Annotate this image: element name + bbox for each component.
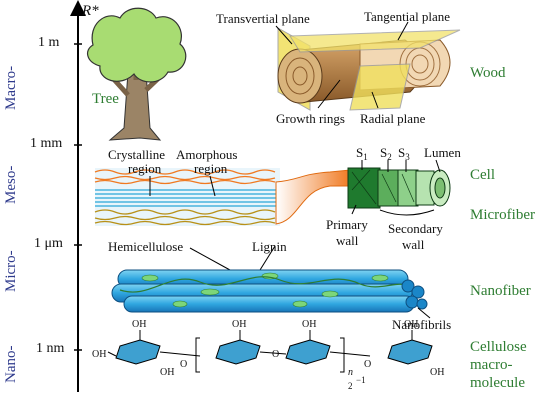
label-lumen: Lumen bbox=[424, 145, 461, 160]
label-tangential: Tangential plane bbox=[364, 9, 451, 24]
label-amorphous-2: region bbox=[194, 161, 228, 176]
mol-oh-2: OH bbox=[232, 319, 247, 330]
micro-label-leaders bbox=[149, 175, 276, 271]
mol-n: n bbox=[348, 367, 353, 378]
wood-log-illustration bbox=[277, 27, 461, 111]
mol-o-3: O bbox=[364, 359, 372, 370]
label-nanofibrils: Nanofibrils bbox=[392, 317, 452, 332]
scale-macro: Macro- bbox=[3, 65, 19, 110]
tick-1m: 1 m bbox=[38, 35, 60, 50]
label-radial: Radial plane bbox=[360, 111, 426, 126]
mol-oh-3: OH bbox=[302, 319, 317, 330]
label-transvertial: Transvertial plane bbox=[216, 11, 310, 26]
mol-2: 2 bbox=[348, 381, 353, 391]
tick-1mm: 1 mm bbox=[30, 136, 63, 151]
tick-1nm: 1 nm bbox=[36, 341, 65, 356]
label-secondary-1: Secondary bbox=[388, 221, 443, 236]
tree-illustration bbox=[86, 7, 187, 141]
tree-label: Tree bbox=[92, 91, 119, 107]
cell-wall-illustration bbox=[347, 167, 451, 209]
wood-label-leaders bbox=[275, 21, 409, 109]
scale-nano: Nano- bbox=[3, 345, 19, 384]
mol-o-1: O bbox=[180, 359, 188, 370]
tick-1um: 1 μm bbox=[34, 236, 63, 251]
label-hemicellulose: Hemicellulose bbox=[108, 239, 184, 254]
microfiber-cell-connector bbox=[275, 169, 351, 225]
mol-oh-1: OH bbox=[132, 319, 147, 330]
label-s2: S2 bbox=[380, 145, 392, 162]
level-cellulose-3: molecule bbox=[470, 375, 525, 391]
mol-oh-4: OH bbox=[404, 319, 419, 330]
label-s3: S3 bbox=[398, 145, 410, 162]
label-lignin: Lignin bbox=[252, 239, 287, 254]
label-crystalline-2: region bbox=[128, 161, 162, 176]
axis-label: R* bbox=[82, 3, 99, 19]
label-primary-1: Primary bbox=[326, 217, 368, 232]
level-cell: Cell bbox=[470, 167, 495, 183]
label-secondary-2: wall bbox=[402, 237, 425, 252]
level-microfiber: Microfiber bbox=[470, 207, 535, 223]
scale-meso: Meso- bbox=[3, 165, 19, 204]
level-nanofiber: Nanofiber bbox=[470, 283, 531, 299]
level-cellulose-2: macro- bbox=[470, 357, 513, 373]
label-primary-2: wall bbox=[336, 233, 359, 248]
scale-micro: Micro- bbox=[3, 250, 19, 292]
cellulose-molecule bbox=[115, 339, 433, 365]
label-s1: S1 bbox=[356, 145, 368, 162]
level-wood: Wood bbox=[470, 65, 506, 81]
label-amorphous-1: Amorphous bbox=[176, 147, 238, 162]
level-cellulose-1: Cellulose bbox=[470, 339, 527, 355]
mol-minus-one: −1 bbox=[356, 375, 366, 385]
mol-oh-5: OH bbox=[92, 349, 107, 360]
mol-oh-6: OH bbox=[160, 367, 175, 378]
axis-ticks bbox=[74, 43, 82, 351]
mol-o-2: O bbox=[272, 349, 280, 360]
label-crystalline-1: Crystalline bbox=[108, 147, 166, 162]
nanofiber-bundle bbox=[111, 269, 431, 319]
mol-oh-7: OH bbox=[430, 367, 445, 378]
label-growth: Growth rings bbox=[276, 111, 345, 126]
microfiber-strip bbox=[94, 168, 280, 226]
cell-label-leaders bbox=[351, 159, 441, 216]
molecule-bonds bbox=[107, 330, 413, 373]
